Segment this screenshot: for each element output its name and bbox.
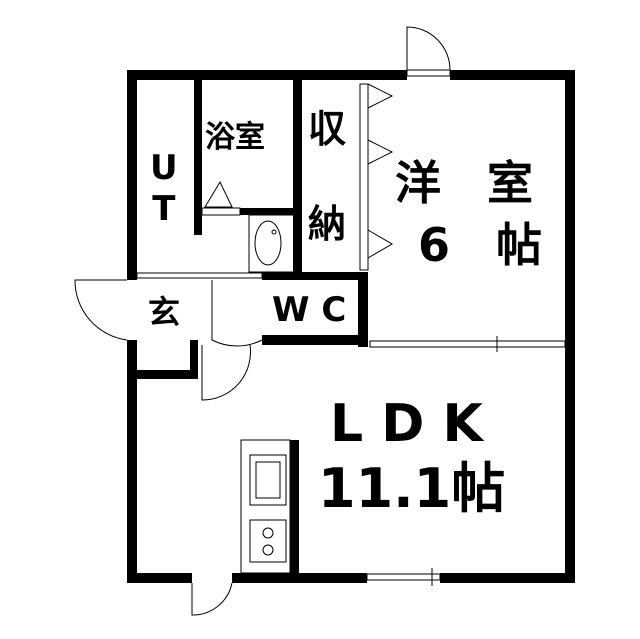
room-label-ldk: L D K: [330, 394, 483, 454]
room-label-wc: W C: [272, 290, 347, 330]
walls: [127, 70, 575, 583]
room-label-storage-2: 納: [308, 202, 347, 246]
room-label-western: 洋 室: [395, 156, 533, 210]
room-label-ut: U T: [150, 148, 178, 229]
room-label-western-size: 6 帖: [418, 218, 543, 272]
room-label-storage-1: 収: [308, 107, 347, 151]
room-label-entrance: 玄: [148, 293, 181, 331]
room-label-ldk-size: 11.1帖: [318, 457, 506, 520]
fixtures: [74, 26, 566, 616]
room-label-bath: 浴室: [205, 120, 265, 155]
